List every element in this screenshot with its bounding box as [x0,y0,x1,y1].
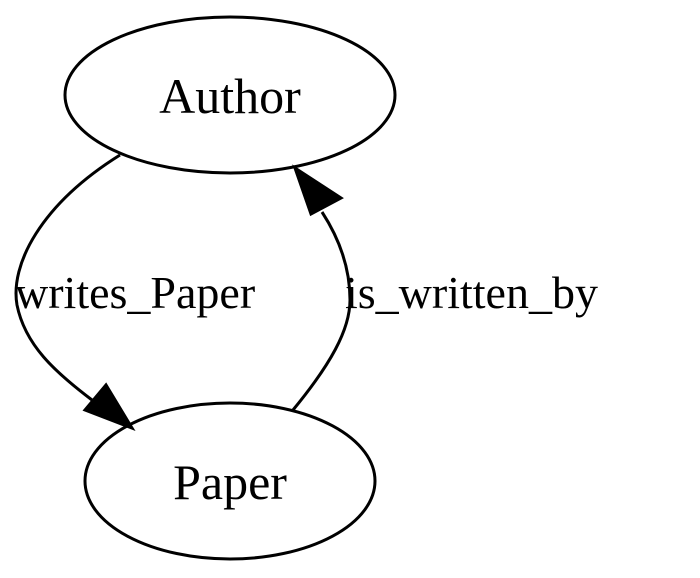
node-paper-label: Paper [173,454,287,510]
edge-is-written-by-arrowhead [292,164,344,217]
node-paper[interactable]: Paper [83,401,377,561]
node-author-ellipse [63,15,397,175]
edge-writes-paper-label: writes_Paper [15,267,255,318]
edge-is-written-by-label: is_written_by [345,267,598,318]
edge-is-written-by[interactable]: is_written_by [291,164,598,411]
node-author-label: Author [159,68,301,124]
edge-writes-paper-line [14,153,121,402]
node-author[interactable]: Author [63,15,397,175]
edge-writes-paper[interactable]: writes_Paper [14,153,255,431]
edge-writes-paper-arrowhead [82,382,136,431]
edge-is-written-by-line [291,211,352,411]
node-paper-ellipse [83,401,377,561]
